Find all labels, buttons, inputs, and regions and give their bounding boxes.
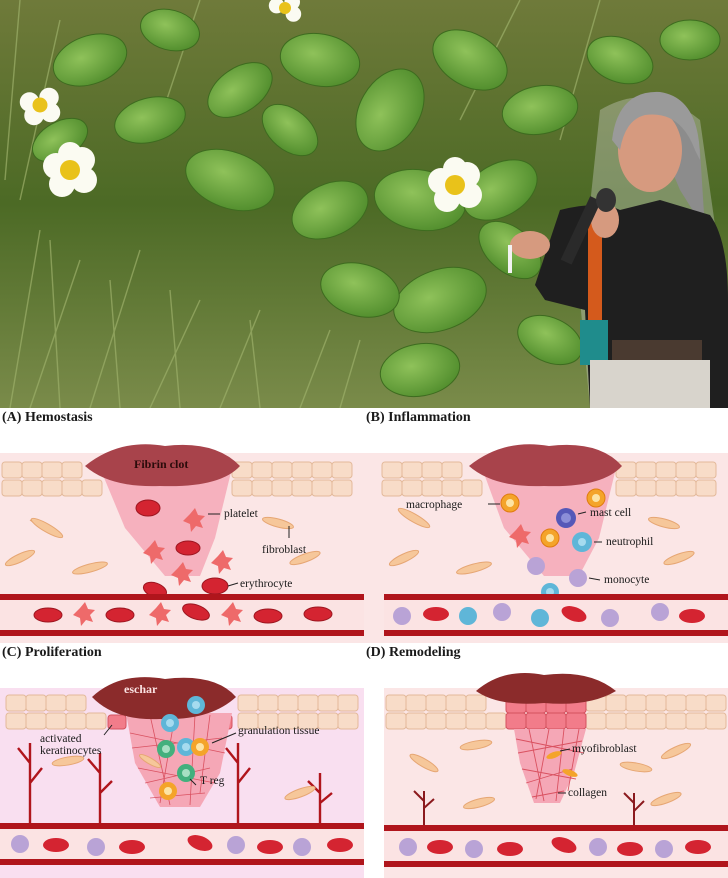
panel-remodeling: (D) Remodeling myofibroblast collagen bbox=[364, 643, 728, 878]
label-keratinocytes: keratinocytes bbox=[40, 745, 102, 757]
panel-title-c: (C) Proliferation bbox=[2, 645, 102, 660]
label-fibroblast: fibroblast bbox=[262, 544, 307, 556]
panel-inflammation: (B) Inflammation macrophage mast cell ne… bbox=[364, 408, 728, 643]
label-neutrophil: neutrophil bbox=[606, 536, 654, 548]
label-t-reg: T reg bbox=[200, 775, 225, 787]
label-myofibroblast: myofibroblast bbox=[572, 743, 637, 755]
label-eschar: eschar bbox=[124, 682, 158, 696]
inflammation-diagram bbox=[364, 444, 728, 643]
label-activated: activated bbox=[40, 733, 82, 745]
label-macrophage: macrophage bbox=[406, 499, 463, 511]
photograph-speaker-with-plant bbox=[0, 0, 728, 408]
panel-proliferation: (C) Proliferation eschar activated kerat… bbox=[0, 643, 364, 878]
label-platelet: platelet bbox=[224, 508, 258, 520]
label-monocyte: monocyte bbox=[604, 574, 650, 586]
panel-title-b: (B) Inflammation bbox=[366, 410, 471, 425]
label-granulation-tissue: granulation tissue bbox=[238, 725, 320, 737]
label-erythrocyte: erythrocyte bbox=[240, 578, 293, 590]
panel-title-a: (A) Hemostasis bbox=[2, 410, 93, 425]
panel-title-d: (D) Remodeling bbox=[366, 645, 461, 660]
label-fibrin-clot: Fibrin clot bbox=[134, 457, 189, 471]
hemostasis-diagram bbox=[0, 444, 364, 643]
label-mast-cell: mast cell bbox=[590, 507, 632, 519]
label-collagen: collagen bbox=[568, 787, 607, 799]
proliferation-diagram bbox=[0, 677, 364, 878]
panel-hemostasis: (A) Hemostasis Fibrin clot platelet fibr… bbox=[0, 408, 364, 643]
remodeling-diagram bbox=[384, 673, 728, 878]
